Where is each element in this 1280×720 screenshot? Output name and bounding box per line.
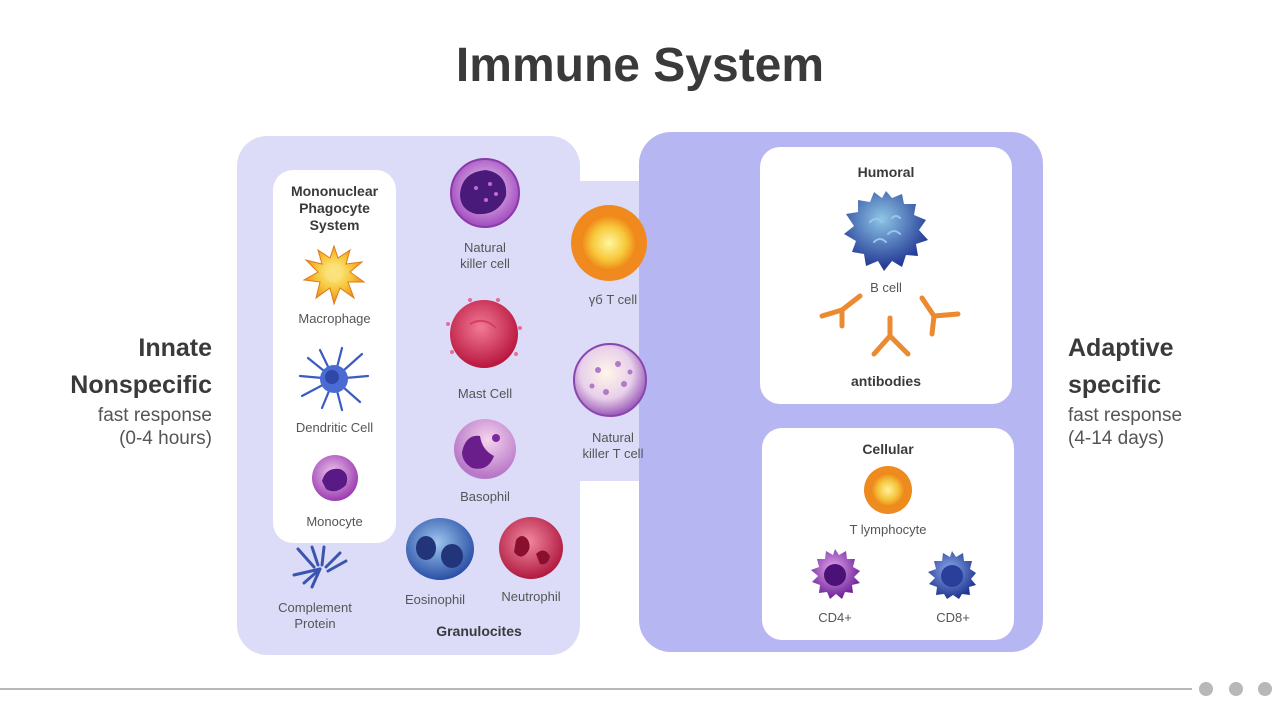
innate-label-group: Innate Nonspecific fast response (0-4 ho…: [20, 330, 212, 450]
complement-label-line1: Complement: [278, 600, 352, 615]
nkt-label-line2: killer T cell: [582, 446, 644, 461]
complement-protein-label: Complement Protein: [256, 600, 374, 632]
t-lymphocyte-icon: [864, 466, 912, 514]
humoral-title: Humoral: [857, 164, 915, 180]
eosinophil-icon: [406, 518, 474, 580]
adaptive-heading-line1: Adaptive: [1068, 334, 1174, 362]
innate-sub-line2: (0-4 hours): [119, 428, 212, 449]
monocyte-icon: [312, 455, 358, 501]
complement-protein-icon: [292, 545, 348, 589]
macrophage-label: Macrophage: [298, 311, 371, 326]
natural-killer-t-cell-label: Natural killer T cell: [560, 430, 666, 462]
humoral-card: [760, 147, 1012, 404]
page-title: Immune System: [455, 39, 825, 92]
eosinophil-label: Eosinophil: [405, 592, 465, 607]
t-lymphocyte-label: T lymphocyte: [849, 522, 927, 537]
basophil-label: Basophil: [460, 489, 510, 504]
innate-sub-line1: fast response: [97, 405, 212, 426]
cd8-label: CD8+: [936, 610, 970, 625]
cd4-cell-icon: [811, 549, 860, 599]
dendritic-cell-label: Dendritic Cell: [295, 420, 374, 435]
basophil-icon: [454, 419, 516, 479]
mps-title-line2: Phagocyte: [299, 200, 370, 216]
adaptive-label-group: Adaptive specific fast response (4-14 da…: [1068, 330, 1268, 450]
mps-title-line3: System: [309, 217, 360, 233]
page-dot-2[interactable]: [1229, 682, 1243, 696]
natural-killer-cell-icon: [450, 158, 520, 228]
monocyte-label: Monocyte: [306, 514, 363, 529]
mps-title-line1: Mononuclear: [290, 183, 379, 199]
page-dot-1[interactable]: [1199, 682, 1213, 696]
gamma-delta-t-cell-icon: [571, 205, 647, 281]
adaptive-heading-line2: specific: [1068, 371, 1162, 399]
granulocites-label: Granulocites: [436, 623, 522, 639]
cd4-label: CD4+: [818, 610, 852, 625]
b-cell-icon: [844, 191, 928, 271]
footer-divider: [0, 688, 1192, 690]
nk-label-line1: Natural: [464, 240, 506, 255]
nkt-label-line1: Natural: [592, 430, 634, 445]
complement-label-line2: Protein: [294, 616, 336, 631]
mps-title: Mononuclear Phagocyte System: [273, 183, 396, 234]
gamma-delta-t-cell-label: γб T cell: [588, 292, 638, 307]
b-cell-label: B cell: [870, 280, 902, 295]
innate-heading-line1: Innate: [138, 334, 212, 362]
mast-cell-icon: [446, 298, 522, 368]
antibodies-icon: [819, 293, 961, 357]
neutrophil-label: Neutrophil: [501, 589, 561, 604]
natural-killer-t-cell-icon: [573, 343, 647, 417]
neutrophil-icon: [499, 517, 563, 579]
cd8-cell-icon: [928, 551, 976, 599]
antibodies-label: antibodies: [850, 373, 921, 389]
mast-cell-label: Mast Cell: [457, 386, 513, 401]
macrophage-icon: [302, 244, 366, 306]
adaptive-sub-line2: (4-14 days): [1068, 428, 1165, 449]
nk-label-line2: killer cell: [460, 256, 510, 271]
cellular-title: Cellular: [862, 441, 914, 457]
adaptive-sub-line1: fast response: [1068, 405, 1183, 426]
dendritic-cell-icon: [298, 346, 370, 412]
innate-heading-line2: Nonspecific: [70, 371, 212, 399]
natural-killer-cell-label: Natural killer cell: [430, 240, 540, 272]
page-dot-3[interactable]: [1258, 682, 1272, 696]
cellular-card: [762, 428, 1014, 640]
